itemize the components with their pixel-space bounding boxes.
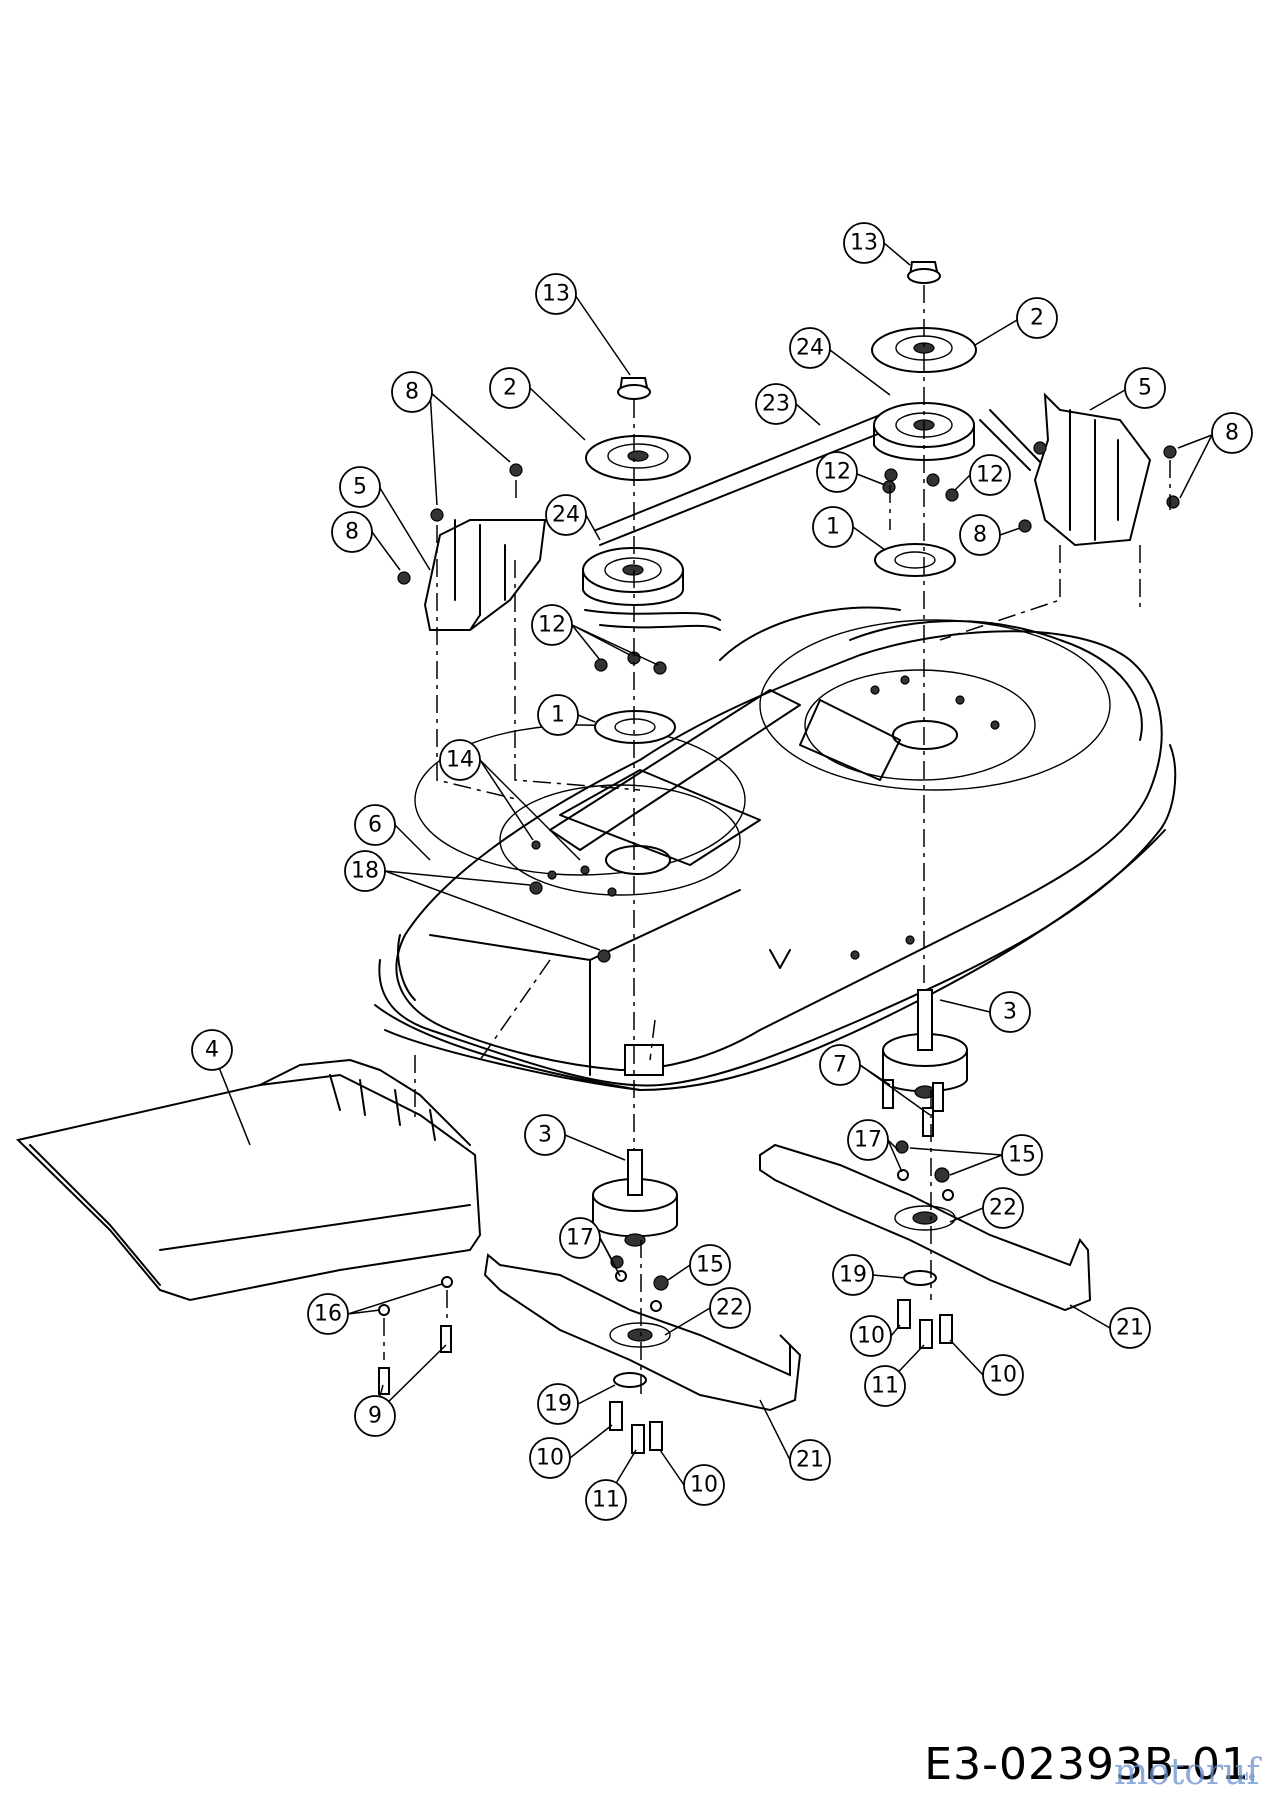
callout-12-right-a: 12 <box>823 460 851 485</box>
callout-10-left-a: 10 <box>536 1446 564 1471</box>
assembly-lines <box>383 285 1171 1400</box>
hardware <box>378 441 1180 1454</box>
callout-12-left: 12 <box>538 613 566 638</box>
left-pulley-assembly <box>582 377 691 744</box>
drive-belt <box>584 409 1041 631</box>
callout-3-right: 3 <box>1003 1000 1017 1025</box>
watermark-suffix: .de <box>1238 1770 1256 1783</box>
callout-13-right: 13 <box>850 231 878 256</box>
callout-23: 23 <box>762 392 790 417</box>
callout-21-right: 21 <box>1116 1316 1144 1341</box>
callout-17-right: 17 <box>854 1128 882 1153</box>
callout-19-left: 19 <box>544 1392 572 1417</box>
callout-3-left: 3 <box>538 1123 552 1148</box>
left-blade <box>483 1253 802 1412</box>
callout-11-right: 11 <box>871 1374 899 1399</box>
callout-10-right-b: 10 <box>989 1363 1017 1388</box>
right-blade <box>759 1143 1092 1312</box>
drawing-code: E3-02393B-01 <box>924 1739 1250 1790</box>
discharge-chute <box>15 1059 482 1302</box>
callout-12-right-b: 12 <box>976 463 1004 488</box>
callout-8-left: 8 <box>345 520 359 545</box>
right-spindle <box>882 989 968 1099</box>
callout-2-left: 2 <box>503 376 517 401</box>
callout-8-top-left: 8 <box>405 380 419 405</box>
callout-2-right: 2 <box>1030 306 1044 331</box>
callout-1-left: 1 <box>551 703 565 728</box>
callout-16: 16 <box>314 1302 342 1327</box>
callout-21-left: 21 <box>796 1448 824 1473</box>
callout-8-center: 8 <box>973 523 987 548</box>
callout-24-left: 24 <box>552 503 580 528</box>
left-spindle <box>592 1149 678 1247</box>
callout-24-right: 24 <box>796 336 824 361</box>
callout-1-right: 1 <box>826 515 840 540</box>
right-bracket <box>1033 392 1152 547</box>
callout-15-right: 15 <box>1008 1143 1036 1168</box>
callout-15-left: 15 <box>696 1253 724 1278</box>
callout-4: 4 <box>205 1038 219 1063</box>
callout-11-left: 11 <box>592 1488 620 1513</box>
callout-17-left: 17 <box>566 1226 594 1251</box>
callout-19-right: 19 <box>839 1263 867 1288</box>
callout-10-right-a: 10 <box>857 1324 885 1349</box>
callout-10-left-b: 10 <box>690 1473 718 1498</box>
callout-7: 7 <box>833 1053 847 1078</box>
callout-9: 9 <box>368 1404 382 1429</box>
callout-labels: 13 13 2 2 24 24 23 8 8 8 8 5 5 12 12 12 … <box>205 231 1239 1513</box>
callouts <box>191 222 1253 1521</box>
callout-18: 18 <box>351 859 379 884</box>
watermark: motoruf <box>1114 1752 1260 1793</box>
callout-22-right: 22 <box>989 1196 1017 1221</box>
deck-housing <box>374 606 1177 1091</box>
callout-5-right: 5 <box>1138 376 1152 401</box>
callout-22-left: 22 <box>716 1296 744 1321</box>
callout-6: 6 <box>368 813 382 838</box>
callout-14: 14 <box>446 748 474 773</box>
callout-8-right: 8 <box>1225 421 1239 446</box>
left-bracket <box>423 519 547 631</box>
callout-13-left: 13 <box>542 282 570 307</box>
callout-5-left: 5 <box>353 475 367 500</box>
